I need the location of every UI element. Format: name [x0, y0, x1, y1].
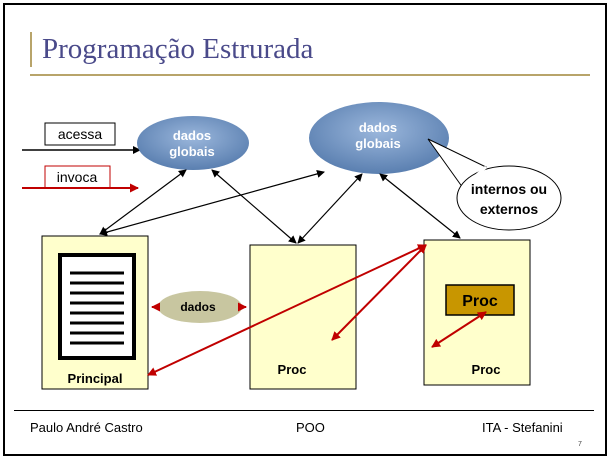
title-accent-line — [30, 32, 32, 67]
proc-right-label: Proc — [472, 362, 501, 377]
callout-line1: internos ou — [471, 181, 547, 197]
legend-invoke-label: invoca — [57, 169, 98, 185]
footer-author: Paulo André Castro — [30, 420, 143, 435]
legend-access-box — [44, 122, 116, 146]
footer-divider — [14, 410, 594, 411]
callout-line2: externos — [480, 201, 539, 217]
principal-label: Principal — [68, 371, 123, 386]
access-arrow-global2-procmid — [297, 173, 363, 244]
global-data-2-line1: dados — [359, 120, 397, 135]
footer-institution: ITA - Stefanini — [482, 420, 563, 435]
footer-course: POO — [296, 420, 325, 435]
legend: acessa invoca — [22, 122, 141, 193]
invoke-arrow-procmid-procright — [331, 244, 427, 341]
page-number: 7 — [578, 441, 582, 448]
access-arrow-global2-procright — [379, 173, 461, 239]
global-data-2-line2: globais — [355, 136, 401, 151]
local-data-label: dados — [180, 300, 216, 314]
global-data-cloud-1 — [137, 116, 249, 170]
invoke-arrow-procright-inner — [431, 311, 487, 348]
access-arrow-principal-global2 — [99, 170, 325, 236]
proc-inner-box — [445, 284, 515, 316]
proc-inner-label: Proc — [462, 293, 498, 310]
global-data-1-line1: dados — [173, 128, 211, 143]
access-arrow-principal-global1 — [99, 169, 187, 235]
proc-middle-label: Proc — [278, 362, 307, 377]
access-arrow-global1-procmid — [211, 169, 297, 244]
global-data-cloud-2 — [309, 102, 449, 174]
title-underline — [30, 74, 590, 76]
callout-bubble — [456, 165, 562, 231]
global-data-1-line2: globais — [169, 144, 215, 159]
callout-joint — [461, 165, 487, 190]
slide-title: Programação Estrurada — [42, 33, 314, 65]
document-icon — [58, 253, 136, 360]
legend-access-label: acessa — [58, 126, 103, 142]
